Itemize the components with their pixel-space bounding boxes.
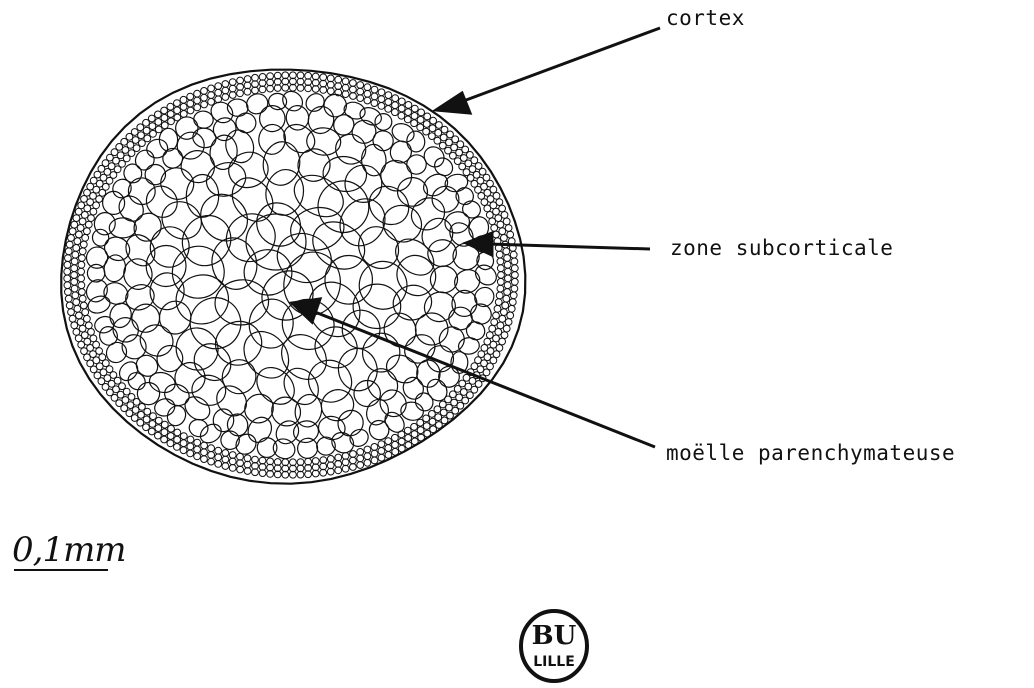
label-cortex: cortex: [666, 6, 745, 30]
arrow-cortex-head: [436, 93, 470, 113]
stamp-bottom-text: LILLE: [533, 654, 575, 670]
arrow-cortex: [458, 28, 660, 103]
arrow-zone: [488, 244, 650, 249]
scale-label: 0,1mm: [12, 530, 126, 570]
label-zone-subcorticale: zone subcorticale: [670, 236, 893, 260]
label-moelle-parenchymateuse: moëlle parenchymateuse: [666, 441, 955, 465]
stem-cross-section: [61, 70, 525, 484]
scale-bar: [14, 569, 108, 571]
cortex-cell-rings: [64, 72, 519, 478]
bu-lille-stamp: BU LILLE: [518, 608, 590, 684]
stamp-top-text: BU: [532, 621, 577, 651]
